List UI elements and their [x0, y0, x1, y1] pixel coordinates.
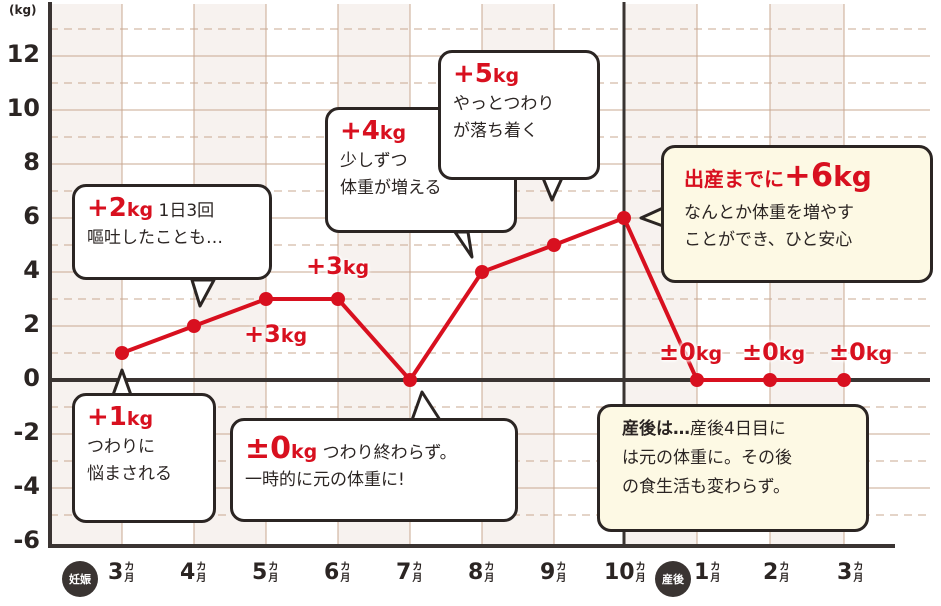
bubble-tails — [111, 176, 665, 422]
y-tick-4: 4 — [23, 256, 40, 284]
pregnancy-badge: 妊娠 — [62, 561, 98, 597]
data-points — [115, 211, 851, 387]
y-axis-unit: (kg) — [9, 3, 37, 17]
bubble-month9: +5kg やっとつわり が落ち着く — [438, 50, 600, 180]
bubble-month7: ±0kg つわり終わらず。 一時的に元の体重に! — [230, 418, 518, 522]
y-tick-12: 12 — [6, 40, 40, 68]
bubble-month3: +1kg つわりに 悩まされる — [72, 393, 216, 523]
postpartum-badge: 産後 — [655, 561, 691, 597]
label-month5: +3kg — [244, 320, 308, 348]
y-tick-neg4: -4 — [13, 472, 40, 500]
bubble-month4: +2kg 1日3回 嘔吐したことも… — [72, 184, 272, 280]
label-postpartum1: ±0kg — [659, 338, 723, 366]
label-postpartum3: ±0kg — [829, 338, 893, 366]
y-tick-10: 10 — [6, 94, 40, 122]
label-postpartum2: ±0kg — [742, 338, 806, 366]
y-tick-2: 2 — [23, 310, 40, 338]
label-month6: +3kg — [306, 252, 370, 280]
y-tick-neg2: -2 — [13, 418, 40, 446]
y-tick-0: 0 — [23, 364, 40, 392]
axes — [48, 2, 930, 548]
y-tick-neg6: -6 — [13, 526, 40, 554]
bubble-postpartum: 産後は…産後4日目に は元の体重に。その後 の食生活も変わらず。 — [597, 404, 869, 532]
y-tick-8: 8 — [23, 148, 40, 176]
y-tick-6: 6 — [23, 202, 40, 230]
bubble-month10: 出産までに+6kg なんとか体重を増やす ことができ、ひと安心 — [661, 145, 933, 283]
